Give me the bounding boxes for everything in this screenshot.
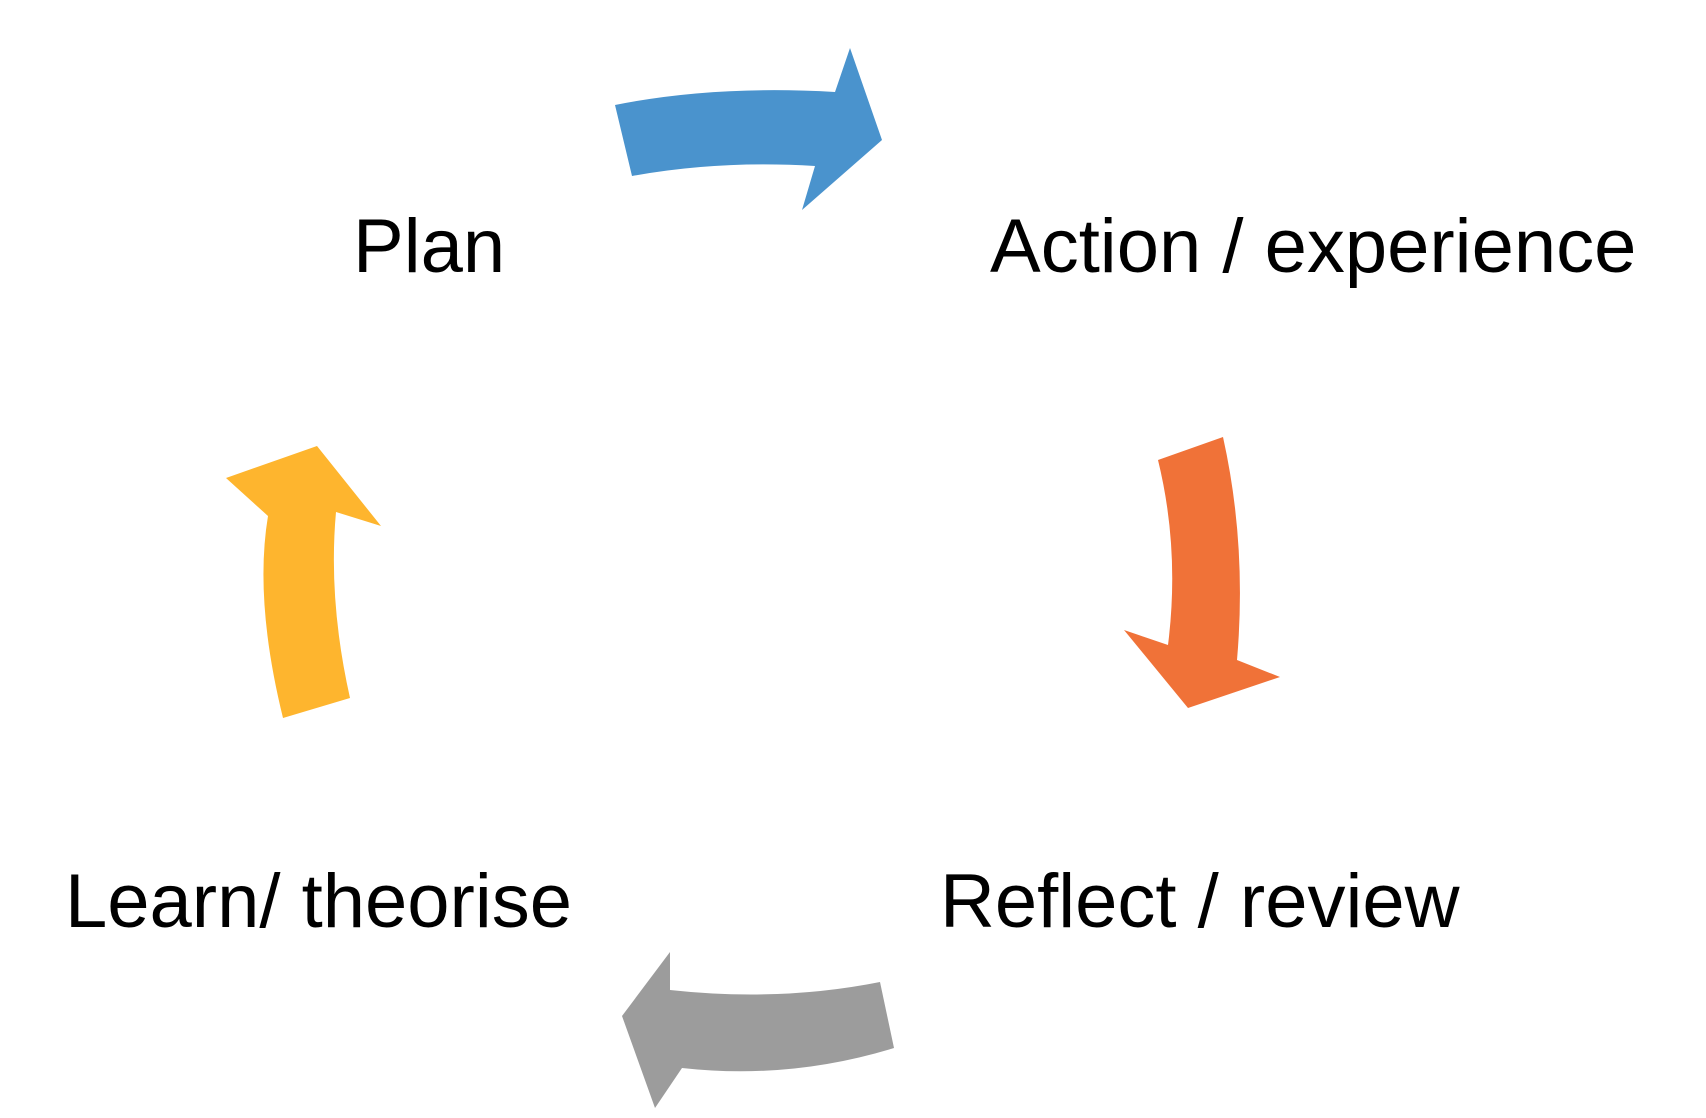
- stage-label-reflect-review: Reflect / review: [940, 859, 1461, 944]
- arrow-plan-to-action: [615, 48, 882, 210]
- stage-label-action-experience: Action / experience: [990, 204, 1636, 289]
- stage-label-plan: Plan: [353, 204, 505, 289]
- arrow-action-to-reflect: [1124, 437, 1280, 708]
- arrow-learn-to-plan: [226, 446, 381, 718]
- arrow-reflect-to-learn: [622, 952, 894, 1108]
- stage-label-learn-theorise: Learn/ theorise: [65, 859, 572, 944]
